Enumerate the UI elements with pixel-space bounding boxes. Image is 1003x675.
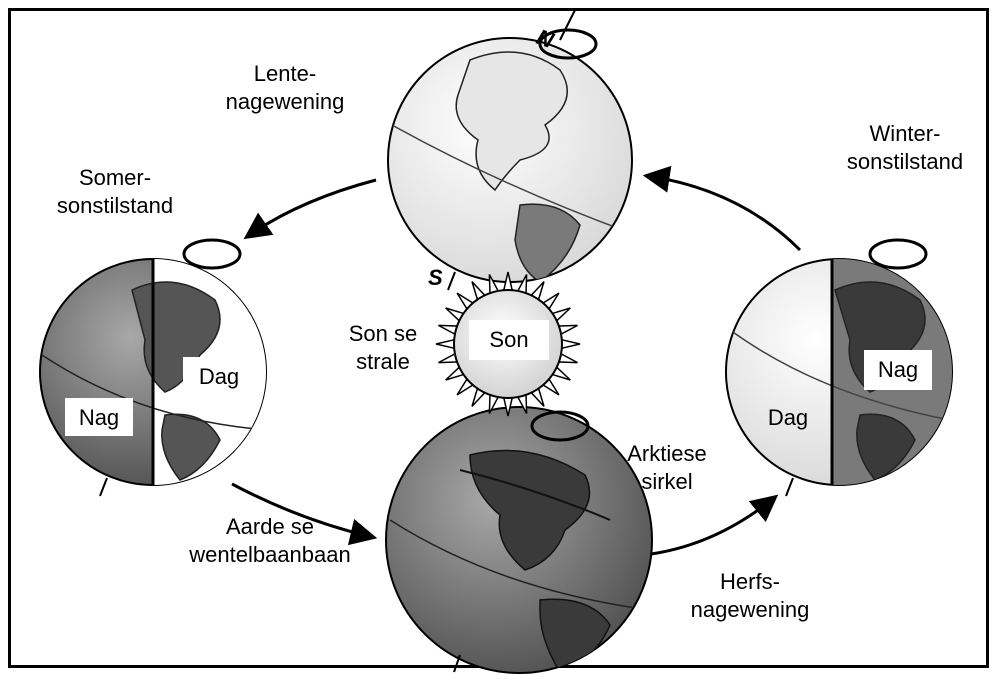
label-summer-solstice: Somer- sonstilstand [30, 164, 200, 220]
land-south-america-right [856, 413, 916, 481]
label-arctic-line1: Arktiese [627, 441, 707, 466]
label-arctic-line2: sirkel [641, 469, 693, 494]
land-south-america-left [161, 413, 221, 481]
globe-spring [387, 9, 633, 291]
axis-bottom-left [99, 477, 108, 497]
label-orbit-line2: wentelbaanbaan [189, 542, 351, 567]
label-summer-line1: Somer- [78, 165, 152, 190]
rotation-arrow-top [538, 28, 598, 60]
axis-bottom-right [785, 477, 794, 497]
rotation-arrow-bottom [530, 410, 590, 442]
axis-bottom-top [447, 271, 456, 291]
orbit-arrow-winter-to-spring [642, 165, 802, 252]
south-pole-label: S [428, 265, 443, 290]
day-label-right: Dag [767, 405, 809, 430]
label-spring-equinox: Lente- nagewening [200, 60, 370, 116]
orbit-arrow-orbit-to-autumn [633, 494, 779, 558]
label-summer-line2: sonstilstand [56, 193, 174, 218]
label-winter-line1: Winter- [869, 121, 941, 146]
label-autumn-line1: Herfs- [720, 569, 780, 594]
label-orbit-line1: Aarde se [225, 514, 315, 539]
label-sun-rays-line1: Son se [348, 321, 418, 346]
arctic-circle-line [459, 469, 611, 521]
land-south-america-top [514, 203, 581, 282]
equator-top [391, 124, 629, 233]
orbit-arrow-summer-to-orbit [231, 482, 378, 546]
label-winter-line2: sonstilstand [846, 149, 964, 174]
label-autumn-line2: nagewening [690, 597, 810, 622]
label-earth-orbit: Aarde se wentelbaanbaan [175, 513, 365, 569]
night-label-left: Nag [65, 398, 133, 436]
night-label-right: Nag [864, 350, 932, 390]
equator-left [41, 354, 266, 431]
axis-bottom-bottom [453, 654, 461, 673]
label-autumn-equinox: Herfs- nagewening [665, 568, 835, 624]
rotation-arrow-right [868, 238, 928, 270]
orbit-arrow-spring-to-summer [243, 178, 377, 240]
label-sun-rays-line2: strale [356, 349, 410, 374]
label-arctic-circle: Arktiese sirkel [612, 440, 722, 496]
equator-right [729, 329, 951, 421]
day-label-left: Dag [183, 357, 255, 397]
land-north-america-top [455, 51, 568, 192]
globe-bottom [385, 406, 653, 674]
equator-bottom [389, 519, 651, 611]
rotation-arrow-left [182, 238, 242, 270]
sun-label: Son [469, 320, 549, 360]
label-sun-rays: Son se strale [338, 320, 428, 376]
label-spring-line1: Lente- [253, 61, 317, 86]
axis-top [559, 9, 576, 41]
label-winter-solstice: Winter- sonstilstand [820, 120, 990, 176]
label-spring-line2: nagewening [225, 89, 345, 114]
